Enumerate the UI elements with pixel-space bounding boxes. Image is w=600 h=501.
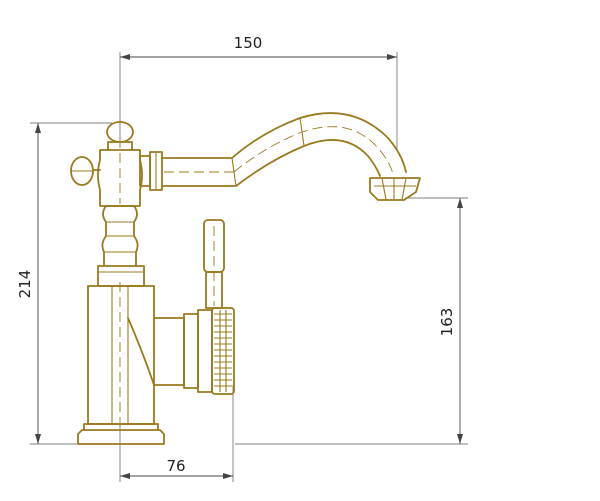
dimension-label-spout-reach: 150 — [234, 34, 263, 52]
dimension-label-base-depth: 76 — [166, 457, 185, 475]
dimension-label-spout-height: 163 — [438, 308, 456, 337]
faucet-side-connector — [127, 309, 213, 393]
dimension-spout-reach: 150 — [119, 34, 398, 150]
dimension-total-height: 214 — [16, 122, 112, 445]
faucet-head — [70, 121, 143, 207]
knurled-handle — [211, 307, 235, 395]
dimension-spout-height: 163 — [235, 197, 468, 445]
dimension-label-total-height: 214 — [16, 270, 34, 299]
faucet-base — [77, 423, 165, 445]
spout-tube — [161, 112, 407, 187]
faucet-column — [97, 205, 145, 287]
dimension-base-depth: 76 — [119, 385, 234, 482]
spout-collar — [139, 151, 163, 191]
faucet-outline — [70, 112, 421, 445]
spout-aerator — [369, 177, 421, 201]
lever-rod — [203, 219, 225, 309]
